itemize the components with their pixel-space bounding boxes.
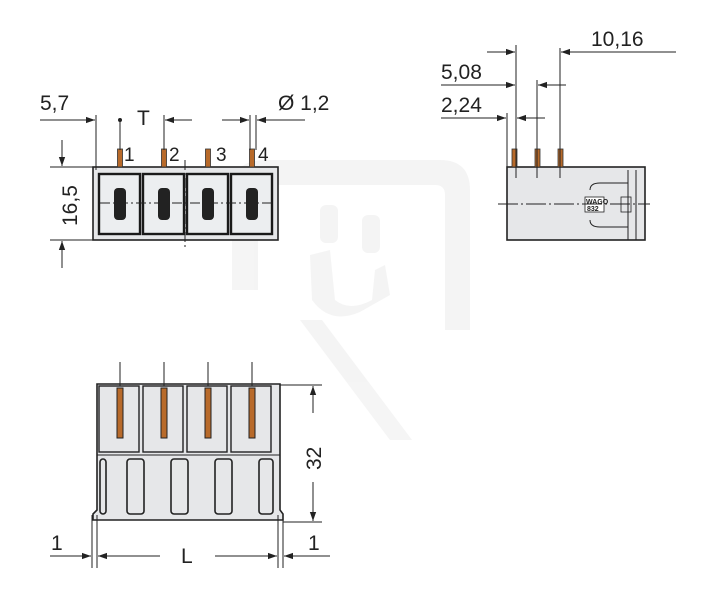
bottom-slot [214,458,233,515]
chamber [98,385,140,453]
pin [161,148,167,168]
dim-32-label: 32 [303,447,326,470]
contact-spring [248,387,256,439]
pin-label-3: 3 [216,145,227,166]
dim-left-1-label: 1 [51,532,63,555]
front-view: 5,7 T Ø 1,2 16,5 1 2 3 4 [40,92,329,268]
contact-spring [160,387,168,439]
pin-label-2: 2 [169,145,180,166]
series-number: 832 [587,206,599,213]
bottom-slot [170,458,189,515]
pin [205,148,211,168]
dim-5-7-label: 5,7 [40,92,69,115]
bottom-slot [99,458,107,515]
chamber [230,385,272,453]
dim-16-5-label: 16,5 [59,185,82,226]
clamp-slot [158,188,170,220]
clamp-slot [114,188,126,220]
dim-l-label: L [181,545,193,568]
dim-10-16-label: 10,16 [591,28,644,51]
pin-label-4: 4 [258,145,269,166]
dim-2-24-label: 2,24 [441,94,482,117]
clamp-slot [202,188,214,220]
bottom-view: 32 L 1 1 [50,362,330,568]
pin [249,148,255,168]
clamp-slot [246,188,258,220]
bottom-slot [126,458,145,515]
dim-right-1-label: 1 [308,532,320,555]
chamber [186,385,228,453]
wago-logo-text: WAGO [586,199,609,206]
bottom-slot [258,458,274,515]
chamber [142,385,184,453]
side-view: WAGO 832 10,16 5,08 2,24 [441,28,676,241]
pin [117,148,123,168]
dim-t-label: T [137,107,150,130]
contact-spring [204,387,212,439]
pin-label-1: 1 [124,145,135,166]
contact-spring [116,387,124,439]
dim-diameter-label: Ø 1,2 [278,92,329,115]
dim-5-08-label: 5,08 [441,61,482,84]
